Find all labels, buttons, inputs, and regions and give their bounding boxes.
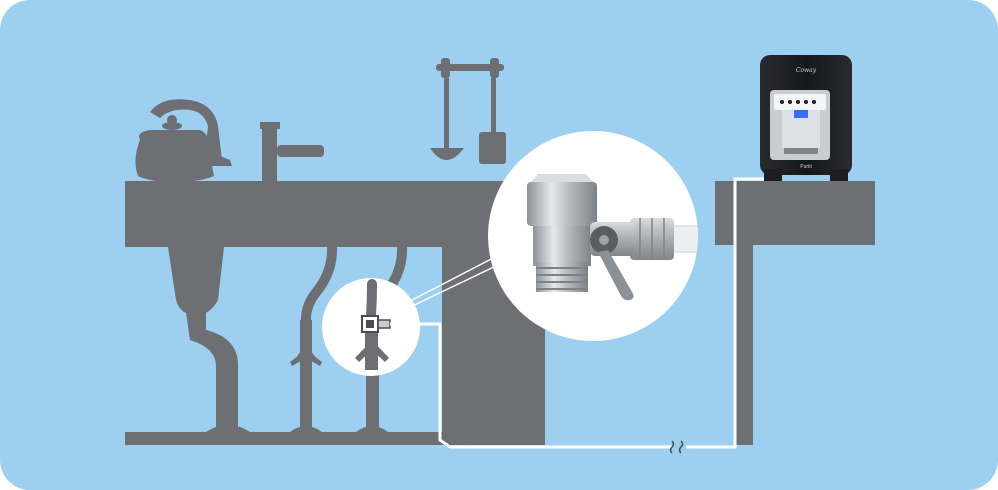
detail-circle-small <box>322 278 420 376</box>
dispenser-buttons <box>780 100 816 104</box>
water-dispenser <box>760 55 852 181</box>
brand-logo: Coway <box>796 67 817 74</box>
spatula-icon <box>479 78 506 164</box>
tee-valve-icon <box>361 315 391 333</box>
compression-nut <box>630 218 674 260</box>
model-label: Puriti <box>800 164 811 170</box>
utensil-rail <box>436 58 504 78</box>
wavy-break-icon <box>669 440 684 454</box>
ladle-icon <box>430 78 464 160</box>
water-line <box>390 322 672 449</box>
valve-handle <box>590 226 634 301</box>
right-countertop <box>715 181 875 445</box>
kitchen-cabinet <box>125 181 550 445</box>
shutoff-valve-icon <box>296 344 316 358</box>
water-line-dispenser <box>686 177 780 449</box>
kettle-icon <box>135 99 232 182</box>
faucet-icon <box>260 122 324 181</box>
detail-circle-large <box>488 131 698 341</box>
sink-drain-pipe <box>168 247 250 432</box>
